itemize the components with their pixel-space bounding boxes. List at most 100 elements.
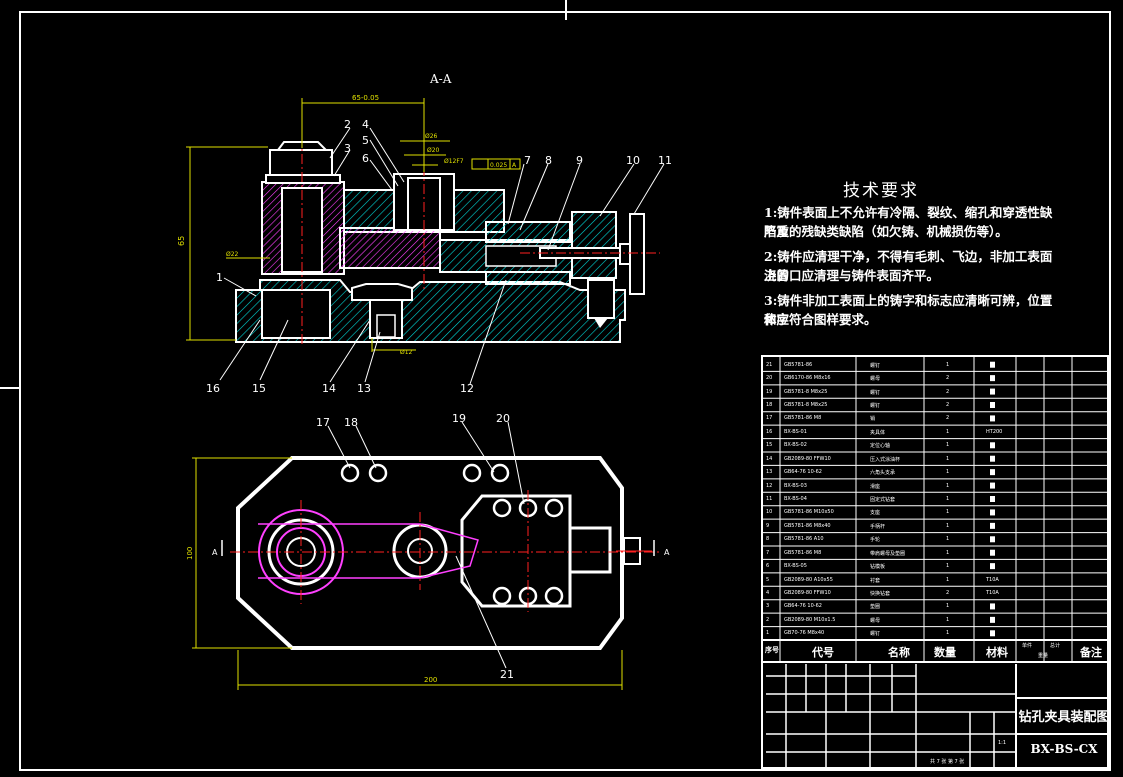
- tech-req-line-2: 严重的残缺类缺陷（如欠铸、机械损伤等）。: [764, 224, 1008, 239]
- bom-header-weight: 重量: [1038, 653, 1049, 659]
- bom-material-marker: [990, 603, 995, 610]
- bom-cell-qty: 2: [946, 402, 950, 408]
- balloon-numbers: 1 2 3 4 5 6 7 8 9 10 11 12 13 14 15 16 1…: [206, 118, 672, 681]
- bom-cell-no: 16: [766, 428, 773, 435]
- balloon-13: 13: [357, 382, 371, 395]
- drawing-scale: 1:1: [998, 740, 1007, 746]
- bom-cell-no: 12: [766, 482, 773, 489]
- balloon-19: 19: [452, 412, 466, 425]
- bom-cell-qty: 1: [946, 442, 950, 449]
- bom-cell-no: 15: [766, 442, 773, 449]
- bom-cell-name: 夹具体: [870, 429, 886, 436]
- balloon-6: 6: [362, 152, 369, 165]
- leaders-plan: [327, 421, 525, 669]
- bom-cell-name: 销: [870, 416, 876, 423]
- drawing-number: BX-BS-CX: [1030, 742, 1098, 756]
- bom-cell-qty: 1: [946, 509, 950, 516]
- base-cavity-left: [261, 289, 331, 339]
- bom-cell-name: 螺钉: [870, 631, 881, 638]
- bom-cell-qty: 1: [946, 522, 950, 529]
- bom-cell-name: 垫圈: [870, 604, 881, 611]
- title-block: [761, 661, 1109, 769]
- plan-outline: [236, 456, 624, 650]
- bom-material-marker: [990, 388, 995, 395]
- sheet-info: 共 7 张 第 7 张: [930, 759, 965, 765]
- bom-cell-code: GB5781-86 A10: [784, 536, 824, 543]
- bom-cell-qty: 2: [946, 415, 950, 422]
- balloon-21: 21: [500, 668, 514, 681]
- bom-cell-qty: 1: [946, 428, 950, 435]
- bom-cell-qty: 2: [946, 375, 950, 382]
- bom-header-seq: 序号: [765, 645, 779, 654]
- bom-cell-code: GB5781-8 M8x25: [784, 388, 828, 395]
- bom-cell-qty: 1: [946, 630, 950, 637]
- bom-cell-name: 手轮: [870, 537, 881, 544]
- bom-cell-name: 支座: [870, 510, 881, 517]
- bom-cell-no: 6: [766, 563, 770, 570]
- balloon-4: 4: [362, 118, 369, 131]
- bom-cell-no: 19: [766, 388, 773, 395]
- bom-cell-code: GB5781-86: [784, 361, 813, 368]
- bom-cell-qty: 1: [946, 616, 950, 623]
- bom-material-marker: [990, 469, 995, 476]
- balloon-15: 15: [252, 382, 266, 395]
- dim-65-top: 65-0.05: [352, 94, 379, 102]
- bom-cell-no: 17: [766, 415, 773, 422]
- bom-cell-qty: 1: [946, 482, 950, 489]
- bom-material-marker: [990, 482, 995, 489]
- bom-material-marker: [990, 361, 995, 368]
- bom-header-name: 名称: [888, 646, 910, 659]
- section-mark-left: A: [212, 548, 218, 557]
- bom-cell-no: 20: [766, 375, 773, 382]
- bom-cell-no: 4: [766, 590, 770, 596]
- bom-cell-name: 固定式钻套: [870, 497, 896, 503]
- handwheel: [629, 213, 645, 295]
- balloon-14: 14: [322, 382, 336, 395]
- support-block: [571, 211, 617, 279]
- balloon-7: 7: [524, 154, 531, 167]
- bom-cell-code: GB2089-80 FFW10: [784, 455, 831, 462]
- right-boss-tip: [594, 318, 608, 328]
- balloon-1: 1: [216, 271, 223, 284]
- balloon-8: 8: [545, 154, 552, 167]
- bom-cell-qty: 1: [946, 455, 950, 462]
- bom-header-material: 材料: [986, 646, 1008, 659]
- bom-cell-material: T10A: [986, 590, 999, 596]
- dim-d12: Ø12F7: [444, 158, 464, 165]
- balloon-12: 12: [460, 382, 474, 395]
- bom-cell-no: 5: [766, 576, 770, 583]
- tech-requirements-title: 技术要求: [843, 181, 919, 201]
- base-bolt: [351, 283, 413, 301]
- guide-block: [485, 221, 571, 243]
- bom-cell-name: 螺母: [870, 376, 881, 383]
- bom-header-qty: 数量: [934, 646, 956, 659]
- balloon-10: 10: [626, 154, 640, 167]
- bom-cell-no: 14: [766, 455, 773, 462]
- bom-material-marker: [990, 455, 995, 462]
- bom-cell-material: T10A: [986, 576, 999, 583]
- bom-cell-no: 18: [766, 402, 773, 408]
- bom-cell-qty: 2: [946, 590, 950, 596]
- bom-material-marker: [990, 496, 995, 502]
- tech-req-line-5: 3:铸件非加工表面上的铸字和标志应清晰可辨，位置和字: [764, 293, 1053, 327]
- balloon-17: 17: [316, 416, 330, 429]
- bom-material-marker: [990, 563, 995, 570]
- bom-cell-code: BX-BS-02: [784, 442, 807, 449]
- balloon-20: 20: [496, 412, 510, 425]
- bom-cell-no: 10: [766, 509, 773, 516]
- bom-material-marker: [990, 402, 995, 408]
- bom-cell-no: 2: [766, 616, 770, 623]
- balloon-5: 5: [362, 134, 369, 147]
- bom-cell-code: BX-BS-04: [784, 496, 807, 502]
- bom-cell-code: GB5781-86 M10x50: [784, 509, 834, 516]
- balloon-2: 2: [344, 118, 351, 131]
- bom-cell-no: 3: [766, 603, 770, 610]
- bom-cell-name: 定位心轴: [870, 443, 891, 450]
- bom-header-single: 单件: [1022, 643, 1033, 649]
- bom-cell-no: 21: [766, 361, 773, 368]
- bom-cell-code: BX-BS-03: [784, 482, 807, 489]
- bom-material-marker: [990, 522, 995, 529]
- bom-cell-code: BX-BS-05: [784, 563, 807, 570]
- base-pocket-inner: [376, 314, 396, 338]
